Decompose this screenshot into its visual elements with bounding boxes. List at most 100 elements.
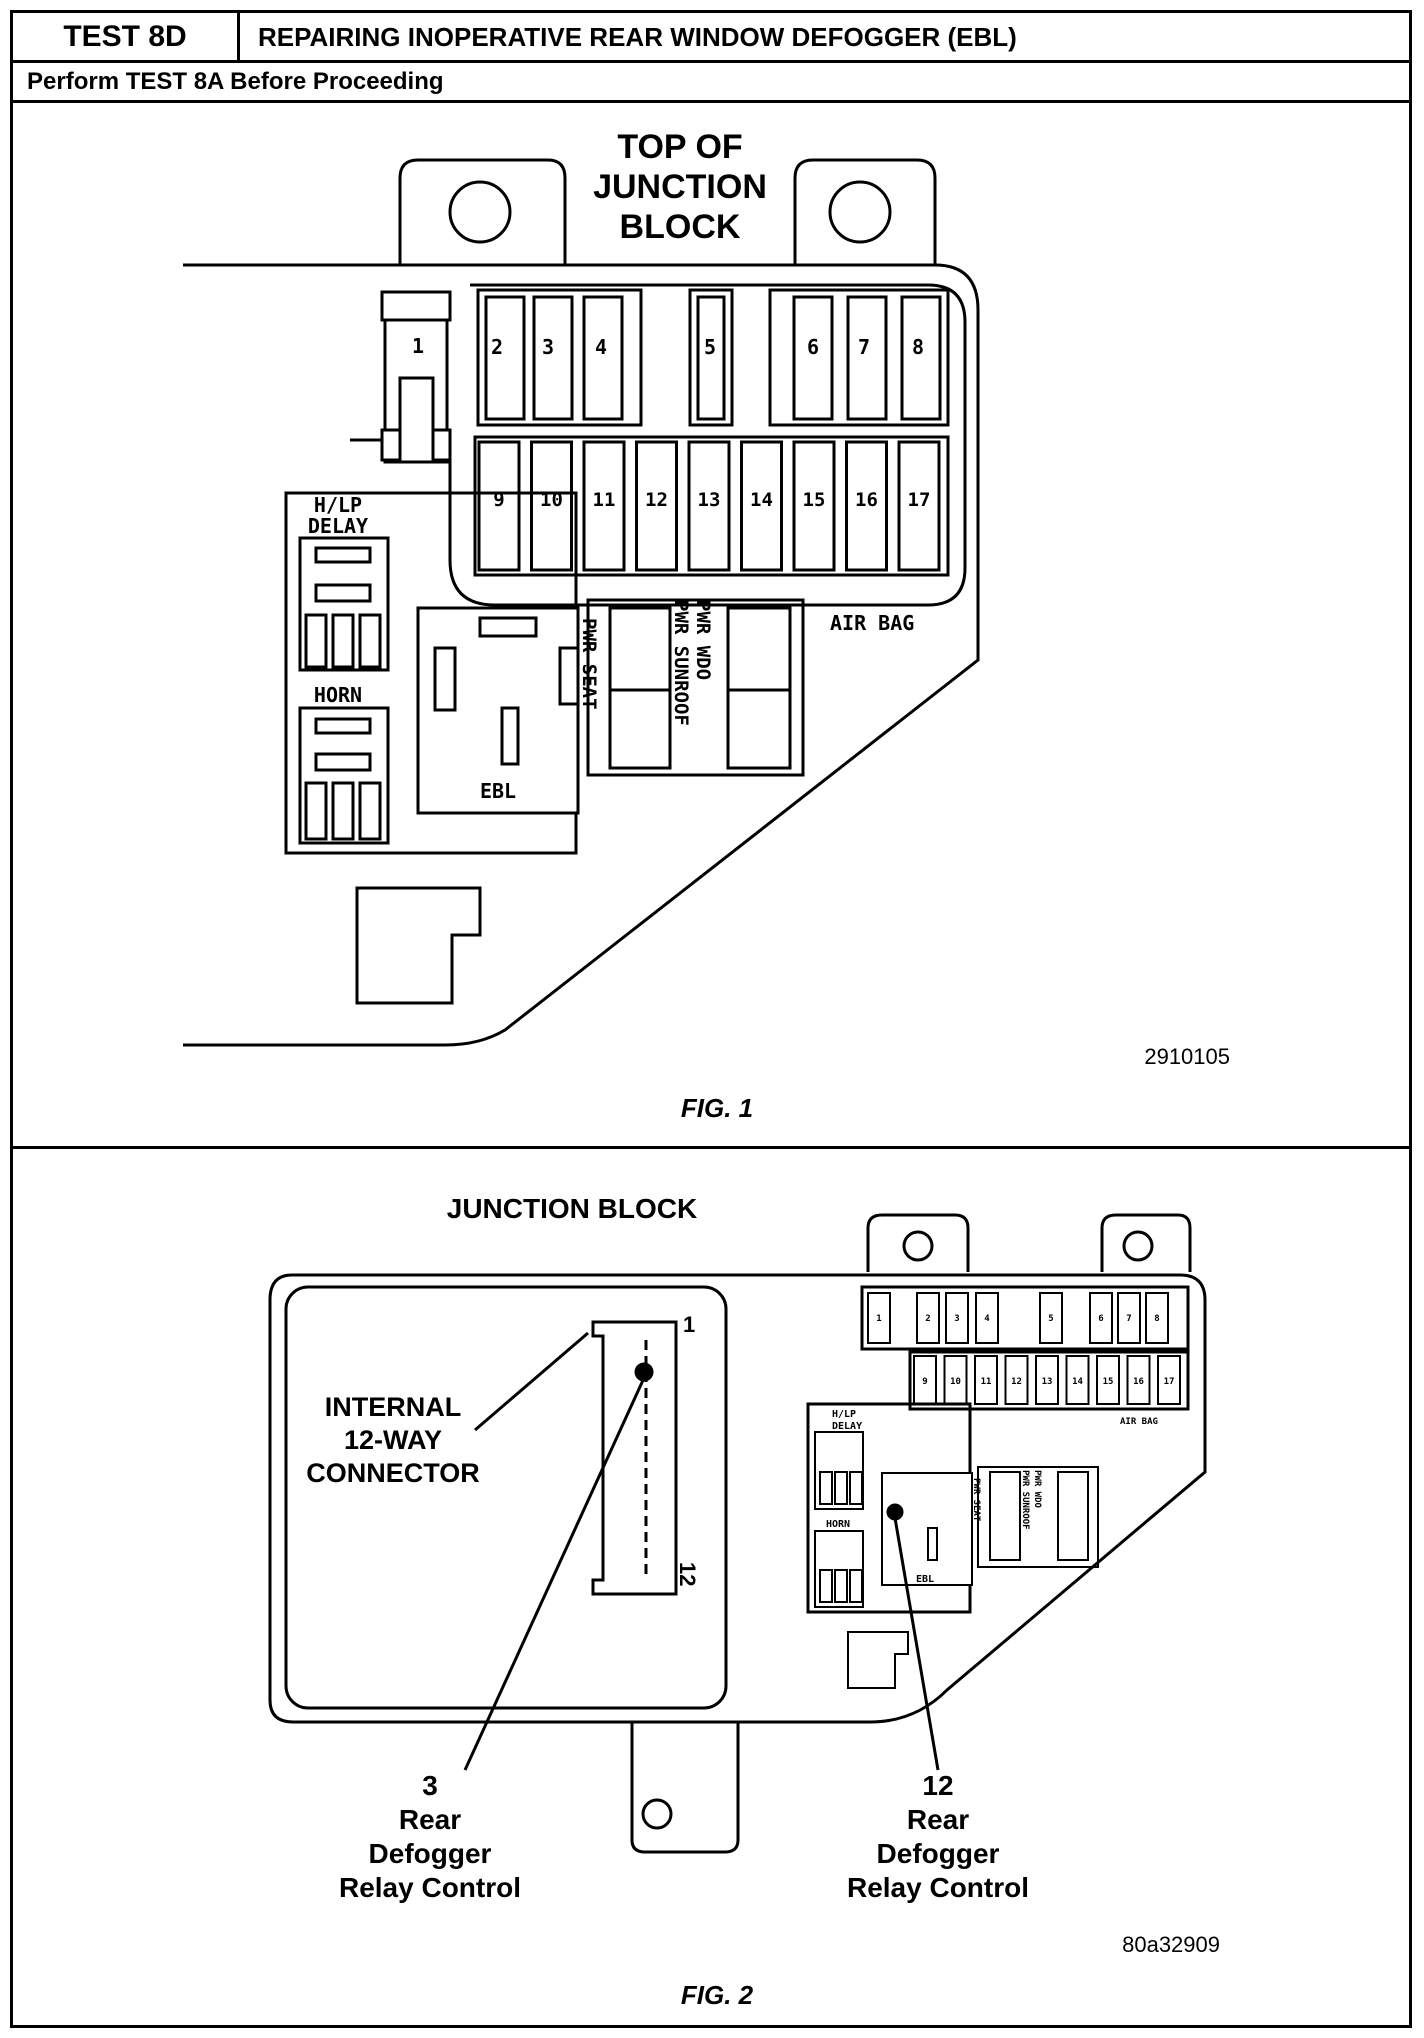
figure-separator <box>13 1146 1409 1149</box>
fig1-fuse-label-1: 1 <box>412 334 424 358</box>
fig1-fuse-label-13: 13 <box>698 489 721 511</box>
fig1-ebl-label: EBL <box>480 779 516 803</box>
fig1-fuse-label-17: 17 <box>908 489 931 511</box>
fig2-mini-fuse-2 <box>916 1292 940 1344</box>
fig2-pin-12-marker <box>886 1503 904 1521</box>
fig2-mini-hlp-2: DELAY <box>832 1421 862 1432</box>
fig2-mini-fuse-13 <box>1035 1355 1059 1405</box>
fig1-fuse-12 <box>635 440 678 572</box>
fig2-pin-last-label: 12 <box>675 1562 700 1586</box>
fig2-mini-fuse-label-5: 5 <box>1048 1314 1053 1324</box>
fig1-mount-hole-right <box>828 180 892 244</box>
fig1-junction-block-top: TOP OF JUNCTION BLOCK 1 2 3 4 5 6 <box>183 128 1230 1123</box>
fig2-callout-left-pin: 3 <box>422 1770 438 1801</box>
fig1-breaker-housing <box>586 598 805 777</box>
fig2-pin-first-label: 1 <box>683 1312 695 1337</box>
fig1-fuse-17 <box>897 440 941 572</box>
fig2-callout-left-line4: Relay Control <box>339 1872 521 1903</box>
fig2-mini-fuse-label-16: 16 <box>1133 1377 1144 1387</box>
fig2-mini-fuse-1 <box>867 1292 891 1344</box>
fig1-caption: FIG. 1 <box>681 1093 753 1123</box>
fig2-callout-right-line3: Defogger <box>877 1838 1000 1869</box>
fig2-mini-pwr-seat: PWR SEAT <box>971 1478 981 1522</box>
fig2-connector-leader <box>474 1331 589 1432</box>
fig1-fuse-label-2: 2 <box>491 335 503 359</box>
fig2-mini-fuse-label-8: 8 <box>1154 1314 1159 1324</box>
fig1-fuse-label-16: 16 <box>855 489 878 511</box>
fig2-mount-tab-left <box>866 1213 970 1272</box>
fig2-mini-fuse-17 <box>1157 1355 1181 1405</box>
fig2-mini-fuse-7 <box>1117 1292 1141 1344</box>
fig1-hlp-label-1: H/LP <box>314 493 362 517</box>
fig2-mini-fuse-label-3: 3 <box>954 1314 959 1324</box>
fig1-fuse-label-12: 12 <box>645 489 668 511</box>
fig1-heading-line2: JUNCTION <box>593 168 767 206</box>
fig1-pwr-seat-label: PWR SEAT <box>578 618 600 710</box>
fig2-mini-fuse-15 <box>1096 1355 1120 1405</box>
fig2-mini-hlp-1: H/LP <box>832 1409 856 1420</box>
fig1-fuse-label-11: 11 <box>593 489 616 511</box>
fig2-mount-tab-right <box>1100 1213 1192 1272</box>
fig2-mini-fuse-row-bottom <box>908 1350 1190 1411</box>
fig2-callout-left-line3: Defogger <box>369 1838 492 1869</box>
fig1-mount-tab-left <box>398 158 567 265</box>
fig1-fuse-area-outline <box>350 283 967 607</box>
fig2-mini-fuse-row-top <box>860 1285 1190 1351</box>
fig2-mini-horn: HORN <box>826 1519 850 1530</box>
fig2-callout-right-line2: Rear <box>907 1804 969 1835</box>
fig1-pwr-wdo-label: PWR WDO <box>692 600 714 680</box>
fig1-fuse-7 <box>846 295 888 421</box>
fig2-mini-fuse-11 <box>974 1355 998 1405</box>
fig1-fuse-5-holder <box>688 288 734 427</box>
fig1-fuse-16 <box>845 440 888 572</box>
fig1-fuse-2 <box>484 295 526 421</box>
fig2-callout-left-leader <box>463 1377 646 1771</box>
fig1-fuse-9 <box>477 440 521 572</box>
fig2-mini-fuse-label-2: 2 <box>925 1314 930 1324</box>
fig1-fuse-4 <box>582 295 624 421</box>
fig2-mini-fuse-3 <box>945 1292 969 1344</box>
fig2-mini-air-bag: AIR BAG <box>1120 1417 1158 1427</box>
fig1-fuse-group-2-4 <box>476 288 643 427</box>
fig1-heading-line1: TOP OF <box>617 128 742 166</box>
fig2-connector-label-3: CONNECTOR <box>306 1458 480 1488</box>
fig2-12way-connector <box>591 1320 678 1596</box>
fig2-mount-hole-bottom <box>641 1798 673 1830</box>
fig2-mini-fuse-8 <box>1145 1292 1169 1344</box>
fig1-fuse-8 <box>900 295 942 421</box>
fig2-callout-right-pin: 12 <box>922 1770 953 1801</box>
fig1-heading-line3: BLOCK <box>620 208 741 246</box>
fig1-fuse-label-5: 5 <box>704 335 716 359</box>
fig2-mount-hole-left <box>902 1230 934 1262</box>
fig2-mini-pwr-wdo: PWR WDO <box>1032 1470 1042 1509</box>
fig2-junction-block: JUNCTION BLOCK 1 12 INTERNAL 12-WAY CONN… <box>268 1193 1220 2010</box>
fig2-mini-fuse-label-13: 13 <box>1042 1377 1053 1387</box>
fig1-fuse-label-14: 14 <box>750 489 773 511</box>
fig2-mini-fuse-label-14: 14 <box>1072 1377 1083 1387</box>
fig2-mount-tab-bottom <box>630 1722 740 1854</box>
fig1-fuse-label-7: 7 <box>858 335 870 359</box>
fig1-fuse-label-9: 9 <box>493 489 504 511</box>
fig1-mount-hole-left <box>448 180 512 244</box>
header-bar: TEST 8D REPAIRING INOPERATIVE REAR WINDO… <box>13 13 1409 63</box>
fig1-pwr-wdo-breaker <box>726 606 792 770</box>
fig2-mini-fuse-12 <box>1004 1355 1029 1405</box>
fig2-callout-right-leader <box>893 1517 940 1771</box>
fig2-mini-fuse-label-10: 10 <box>950 1377 961 1387</box>
fig1-pwr-seat-breaker <box>608 606 672 770</box>
fig1-fuse-3 <box>532 295 574 421</box>
fig1-fuse-5 <box>696 295 726 421</box>
fig1-lower-connector <box>355 886 482 1005</box>
fig1-fuse-label-15: 15 <box>803 489 826 511</box>
fig2-connector-window <box>284 1285 728 1710</box>
fig2-mini-fuse-16 <box>1126 1355 1151 1405</box>
fig1-drawing-code: 2910105 <box>1144 1044 1230 1069</box>
fig2-mini-fuse-4 <box>975 1292 999 1344</box>
fig2-mini-fuse-5 <box>1039 1292 1063 1344</box>
fig2-mount-hole-right <box>1122 1230 1154 1262</box>
fig2-callout-right-line4: Relay Control <box>847 1872 1029 1903</box>
fig2-connector-label-2: 12-WAY <box>344 1425 442 1455</box>
fig2-pin-3-marker <box>634 1362 654 1382</box>
fig2-mini-fuse-6 <box>1089 1292 1113 1344</box>
